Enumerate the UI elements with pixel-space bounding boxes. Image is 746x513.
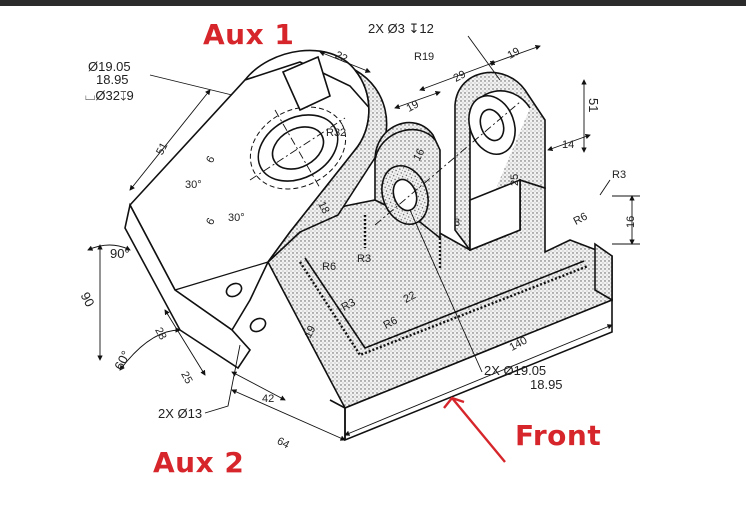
dim-14: 14: [562, 139, 575, 151]
clevis-left-lug: [374, 121, 441, 240]
clevis-right-lug: [454, 71, 546, 252]
dim-bore-upper: Ø19.05: [88, 59, 131, 74]
dim-25-right: 25: [509, 173, 521, 186]
dim-r6-a: R6: [322, 261, 337, 273]
front-arrow: [443, 396, 506, 463]
dim-counterbore: ⌴Ø32↧9: [85, 88, 134, 103]
aux1-label: Aux 1: [203, 18, 295, 51]
dim-bore2-upper: 2X Ø19.05: [484, 363, 547, 378]
dim-bore-lower: 18.95: [96, 72, 129, 87]
dim-3: 3: [454, 217, 461, 229]
dim-16-right: 16: [625, 215, 637, 228]
dim-holes-top: 2X Ø3 ↧12: [368, 21, 434, 36]
dim-r32: R32: [326, 127, 347, 139]
window-top-bar: [0, 0, 746, 6]
dim-30a: 30°: [185, 179, 202, 191]
dimension-lines: [87, 35, 640, 441]
aux2-label: Aux 2: [153, 446, 245, 479]
dim-holes-low: 2X Ø13: [158, 406, 203, 421]
dim-42: 42: [262, 393, 275, 405]
dim-51-right: 51: [586, 98, 601, 113]
angled-block: [124, 49, 388, 370]
dim-30b: 30°: [228, 212, 245, 224]
dim-bore2-lower: 18.95: [530, 377, 563, 392]
dim-r19: R19: [414, 51, 435, 63]
dim-r3-a: R3: [357, 253, 372, 265]
front-label: Front: [515, 419, 602, 452]
dim-90deg: 90°: [110, 246, 130, 261]
dim-r3-right: R3: [612, 169, 627, 181]
